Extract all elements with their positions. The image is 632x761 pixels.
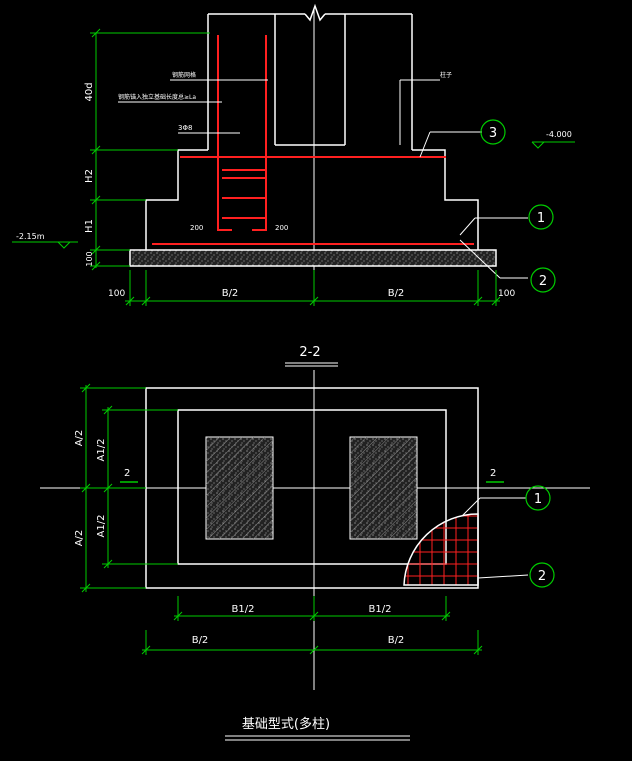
section-callout-3: 3 [480, 119, 506, 145]
column-outline [207, 3, 413, 150]
label-stirrup: 3Φ8 [178, 124, 192, 132]
dim-40d: 40d [84, 82, 95, 101]
section-view: 3 1 2 钢筋网格 钢筋锚入独立基础长度总≥La 3Φ8 柱子 200 200… [12, 3, 575, 367]
label-rebar-2: 钢筋锚入独立基础长度总≥La [118, 93, 196, 101]
plan-callout-2: 2 [529, 562, 555, 588]
svg-text:-2.15m: -2.15m [16, 232, 45, 241]
vertical-dimensions [90, 28, 210, 271]
plan-horizontal-dimensions [141, 596, 483, 655]
dim-b12-left: B1/2 [232, 604, 255, 615]
svg-text:2: 2 [538, 569, 546, 584]
plan-vertical-dimensions [80, 383, 178, 593]
level-mark-left: -2.15m [12, 232, 78, 249]
footing-outline [145, 149, 479, 250]
svg-text:2: 2 [490, 468, 496, 479]
dim-100-bottom-left: 100 [108, 289, 125, 299]
svg-text:1: 1 [534, 492, 542, 507]
plan-inner-step [177, 409, 447, 565]
horizontal-dimensions [125, 270, 501, 306]
plan-view: 1 2 2 2 A [40, 370, 590, 741]
dim-200-left: 200 [190, 224, 203, 232]
dim-h1: H1 [84, 219, 95, 233]
section-callout-2: 2 [530, 267, 556, 293]
dim-b2-left: B/2 [222, 288, 239, 299]
svg-text:2: 2 [539, 274, 547, 289]
dim-a2-top: A/2 [74, 430, 85, 447]
section-callout-1: 1 [528, 204, 554, 230]
dim-a12-bottom: A1/2 [96, 515, 107, 538]
dim-a2-bottom: A/2 [74, 530, 85, 547]
svg-text:-4.000: -4.000 [546, 130, 572, 139]
dim-100-left: 100 [85, 251, 94, 266]
dim-b12-right: B1/2 [369, 604, 392, 615]
leaders [118, 79, 528, 279]
dim-b2-left-plan: B/2 [192, 635, 209, 646]
base-slab [129, 249, 497, 267]
section-mark-left: 2 [120, 468, 138, 483]
label-rebar-1: 钢筋网格 [172, 71, 196, 79]
svg-text:2: 2 [124, 468, 130, 479]
svg-text:3: 3 [489, 126, 497, 141]
label-right: 柱子 [440, 71, 452, 79]
plan-callout-1: 1 [525, 485, 551, 511]
dim-b2-right-plan: B/2 [388, 635, 405, 646]
dim-100-bottom-right: 100 [498, 289, 515, 299]
dim-h2: H2 [84, 169, 95, 183]
dim-200-right: 200 [275, 224, 288, 232]
level-mark-right: -4.000 [531, 130, 575, 149]
dim-a12-top: A1/2 [96, 439, 107, 462]
plan-leaders [461, 497, 529, 579]
section-title: 2-2 [299, 345, 320, 360]
rebar-cage [152, 35, 474, 245]
plan-title: 基础型式(多柱) [242, 716, 330, 732]
section-mark-right: 2 [486, 468, 504, 483]
dim-b2-right: B/2 [388, 288, 405, 299]
svg-text:1: 1 [537, 211, 545, 226]
